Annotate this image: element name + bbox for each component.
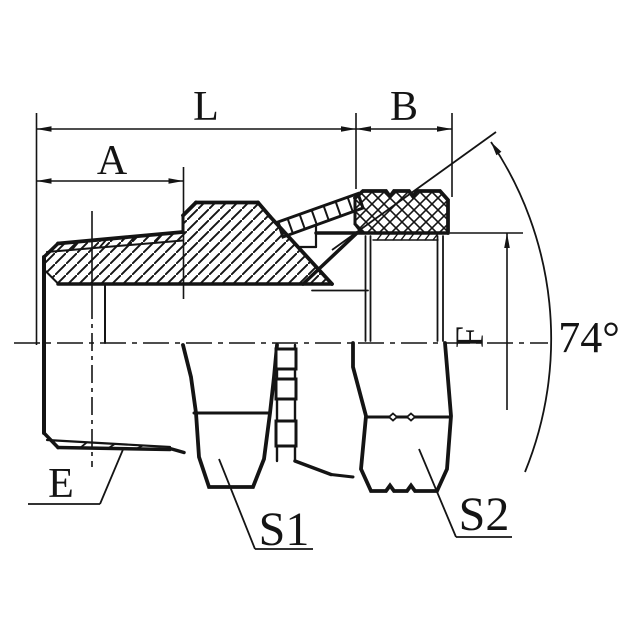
nut-s2-lower: [351, 341, 453, 493]
male-thread-upper: [42, 230, 185, 435]
thread-ticks-top: [71, 232, 164, 251]
body-section: [44, 202, 332, 284]
dimension-annotations: [14, 113, 553, 550]
label-S1: S1: [259, 503, 310, 556]
label-E-leader: [28, 449, 124, 505]
dim-L: [36, 126, 356, 132]
arrow-B-left: [356, 126, 371, 132]
label-A: A: [97, 138, 128, 184]
label-S2-leader: [418, 448, 512, 538]
sleeve-hatch-ticks: [286, 196, 354, 235]
sleeve-outline: [276, 191, 365, 239]
arrow-F-up: [504, 233, 510, 248]
extension-lines: [35, 113, 523, 345]
fitting-outline: [42, 189, 453, 493]
dim-A: [36, 178, 184, 184]
label-F: F: [447, 326, 492, 348]
nut-thread-ticks: [376, 232, 439, 241]
arrow-A-right: [168, 178, 184, 184]
dim-B: [356, 126, 452, 132]
arrow-L-right: [341, 126, 356, 132]
hex-s1-lower: [181, 343, 279, 489]
nut-section: [355, 191, 448, 233]
arrow-A-left: [36, 178, 52, 184]
section-hatching: [44, 191, 448, 284]
nut-upper: [353, 189, 450, 342]
nut-bore-lines: [364, 235, 444, 342]
angle-74: [331, 131, 553, 473]
arrow-L-left: [36, 126, 52, 132]
label-S2: S2: [459, 488, 510, 541]
label-S1-leader: [218, 458, 313, 550]
male-thread-lower: [42, 431, 186, 455]
label-74deg: 74°: [558, 313, 620, 362]
dim-F: [504, 233, 510, 410]
label-L: L: [193, 84, 219, 130]
label-E: E: [48, 461, 74, 507]
stem-grooves: [274, 343, 355, 479]
facet-diamond-2: [405, 412, 417, 422]
labels: L A B E S1 S2 F 74°: [48, 84, 620, 556]
thread-ticks-bottom: [79, 441, 144, 450]
arrow-74-arc: [491, 142, 502, 156]
sleeve-section: [278, 193, 363, 237]
facet-diamond-1: [387, 412, 399, 422]
label-B: B: [390, 84, 418, 130]
arrow-B-right: [437, 126, 452, 132]
